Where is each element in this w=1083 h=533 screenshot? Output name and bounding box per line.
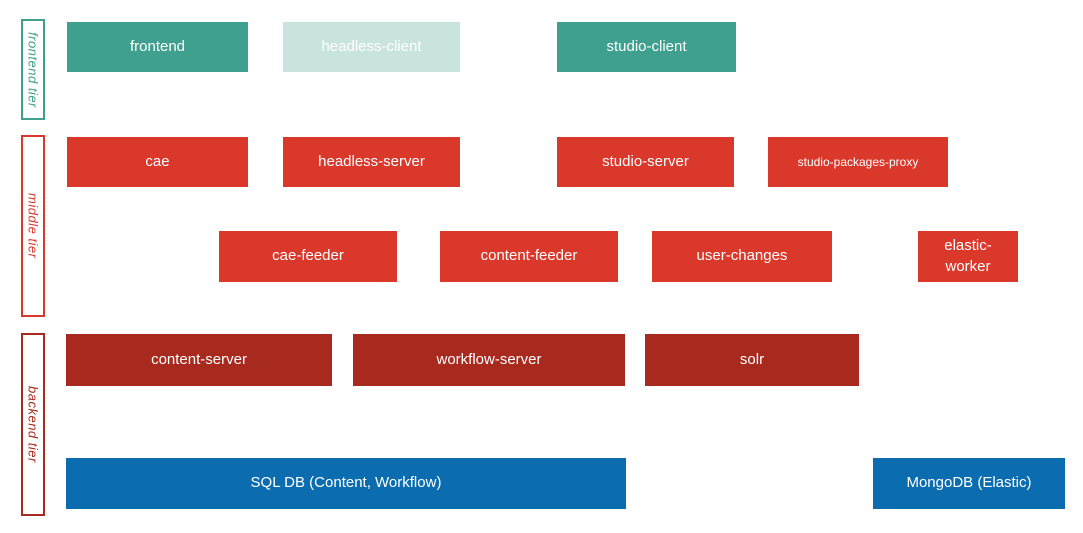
node-workflow-server: workflow-server	[353, 334, 625, 386]
node-cae-feeder: cae-feeder	[219, 231, 397, 282]
tier-label-middle: middle tier	[21, 135, 45, 317]
node-headless-server: headless-server	[283, 137, 460, 187]
node-elastic-worker: elastic-worker	[918, 231, 1018, 282]
node-studio-packages-proxy: studio-packages-proxy	[768, 137, 948, 187]
node-content-server: content-server	[66, 334, 332, 386]
node-user-changes: user-changes	[652, 231, 832, 282]
node-headless-client: headless-client	[283, 22, 460, 72]
tier-label-backend: backend tier	[21, 333, 45, 516]
node-content-feeder: content-feeder	[440, 231, 618, 282]
node-frontend: frontend	[67, 22, 248, 72]
node-cae: cae	[67, 137, 248, 187]
node-mongo-db: MongoDB (Elastic)	[873, 458, 1065, 509]
tier-label-frontend: frontend tier	[21, 19, 45, 120]
node-studio-server: studio-server	[557, 137, 734, 187]
node-solr: solr	[645, 334, 859, 386]
node-studio-client: studio-client	[557, 22, 736, 72]
node-sql-db: SQL DB (Content, Workflow)	[66, 458, 626, 509]
